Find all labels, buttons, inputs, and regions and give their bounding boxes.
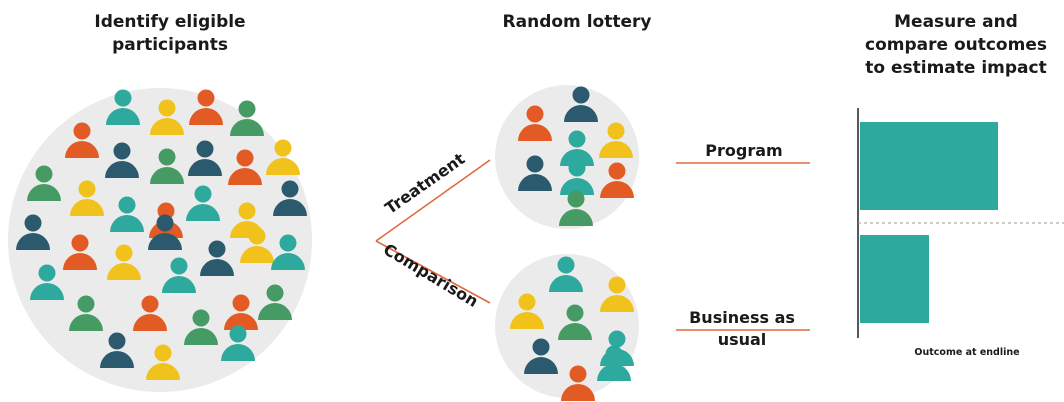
business-label-line1: Business as — [689, 308, 795, 327]
step3-title-line1: Measure and — [894, 12, 1018, 32]
person-icon — [27, 165, 61, 201]
step3-title-line2: compare outcomes — [865, 35, 1047, 55]
person-icon — [200, 240, 234, 276]
chart-x-label: Outcome at endline — [914, 347, 1019, 358]
person-icon — [146, 344, 180, 380]
step3-title-line3: to estimate impact — [865, 58, 1046, 78]
person-icon — [240, 227, 274, 263]
step2-title: Random lottery — [503, 12, 652, 32]
program-bar — [860, 122, 998, 210]
person-icon — [560, 159, 594, 195]
person-icon — [230, 100, 264, 136]
person-icon — [133, 295, 167, 331]
person-icon — [162, 257, 196, 293]
person-icon — [273, 180, 307, 216]
person-icon — [224, 294, 258, 330]
outcome-bar-chart: Outcome at endline — [857, 108, 1064, 358]
business-label-line2: usual — [718, 330, 767, 349]
person-icon — [188, 140, 222, 176]
person-icon — [148, 214, 182, 250]
person-icon — [561, 365, 595, 401]
person-icon — [69, 295, 103, 331]
person-icon — [105, 142, 139, 178]
step1-title-line2: participants — [112, 35, 228, 55]
person-icon — [228, 149, 262, 185]
business-as-usual-bar — [860, 235, 929, 323]
person-icon — [189, 89, 223, 125]
person-icon — [110, 196, 144, 232]
person-icon — [150, 148, 184, 184]
population-people — [16, 89, 307, 380]
treatment-branch-line — [375, 159, 491, 242]
treatment-people — [518, 86, 634, 226]
person-icon — [221, 325, 255, 361]
person-icon — [597, 345, 631, 381]
person-icon — [266, 139, 300, 175]
person-icon — [271, 234, 305, 270]
person-icon — [549, 256, 583, 292]
person-icon — [258, 284, 292, 320]
person-icon — [70, 180, 104, 216]
person-icon — [184, 309, 218, 345]
treatment-label: Treatment — [381, 149, 468, 218]
person-icon — [600, 276, 634, 312]
person-icon — [186, 185, 220, 221]
program-label: Program — [705, 141, 782, 160]
person-icon — [524, 338, 558, 374]
person-icon — [560, 130, 594, 166]
person-icon — [600, 162, 634, 198]
person-icon — [107, 244, 141, 280]
step1-title-line1: Identify eligible — [94, 12, 245, 32]
person-icon — [518, 105, 552, 141]
person-icon — [558, 304, 592, 340]
person-icon — [510, 293, 544, 329]
person-icon — [30, 264, 64, 300]
person-icon — [564, 86, 598, 122]
person-icon — [559, 190, 593, 226]
person-icon — [599, 122, 633, 158]
person-icon — [65, 122, 99, 158]
person-icon — [63, 234, 97, 270]
person-icon — [518, 155, 552, 191]
person-icon — [150, 99, 184, 135]
comparison-branch-line — [375, 240, 491, 304]
person-icon — [16, 214, 50, 250]
person-icon — [106, 89, 140, 125]
comparison-people — [510, 256, 634, 401]
comparison-label: Comparison — [380, 240, 481, 311]
person-icon — [100, 332, 134, 368]
